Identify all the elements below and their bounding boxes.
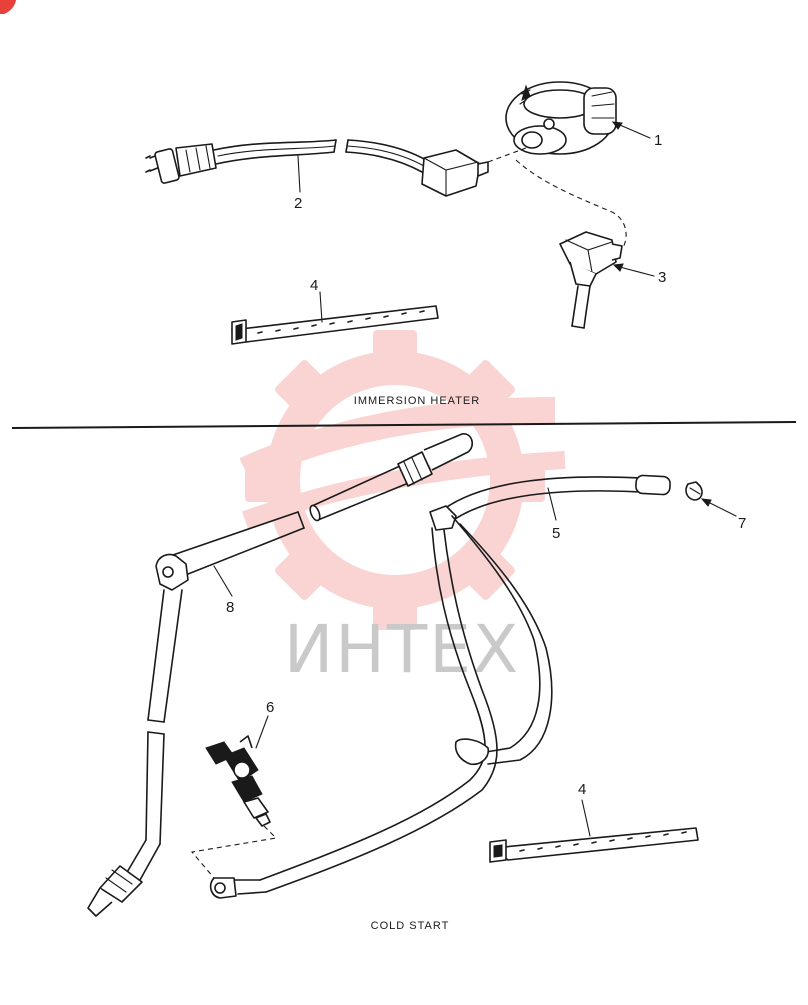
tube-assembly <box>209 474 671 899</box>
cold-start-tube <box>87 433 474 917</box>
tie-strap-top <box>231 305 439 345</box>
section-divider <box>11 421 797 429</box>
leader-7-arrow <box>700 498 712 507</box>
power-cord-connector <box>345 139 489 197</box>
corner-mark <box>0 0 16 14</box>
leader-3 <box>615 265 655 277</box>
dashed-connection-1 <box>487 147 527 163</box>
callout-7: 7 <box>738 515 746 532</box>
leader-6 <box>255 715 269 749</box>
cold-start-fitting <box>205 735 271 827</box>
callout-4-top: 4 <box>310 277 318 294</box>
watermark-text: ИНТЕХ <box>284 611 520 688</box>
immersion-heater-element <box>505 81 617 155</box>
tie-strap-bottom <box>489 827 699 863</box>
hose-clip <box>685 481 703 501</box>
leader-5 <box>547 487 557 521</box>
watermark-logo <box>239 330 566 630</box>
callout-3: 3 <box>658 269 666 286</box>
leader-4-bottom <box>581 799 591 837</box>
callout-1: 1 <box>654 132 662 149</box>
leader-1-arrow <box>611 121 623 130</box>
callout-5: 5 <box>552 525 560 542</box>
leader-4-top <box>319 291 323 323</box>
leader-3-arrow <box>612 263 624 272</box>
dashed-connection-3 <box>190 825 278 879</box>
leader-8 <box>213 565 233 597</box>
callout-4-bottom: 4 <box>578 781 586 798</box>
power-cord-plug <box>145 139 337 184</box>
caption-cold-start: COLD START <box>371 920 450 932</box>
callout-8: 8 <box>226 599 234 616</box>
caption-immersion-heater: IMMERSION HEATER <box>354 395 480 407</box>
callout-2: 2 <box>294 195 302 212</box>
leader-2 <box>297 155 301 193</box>
callout-6: 6 <box>266 699 274 716</box>
heater-connector-cable <box>559 231 623 329</box>
